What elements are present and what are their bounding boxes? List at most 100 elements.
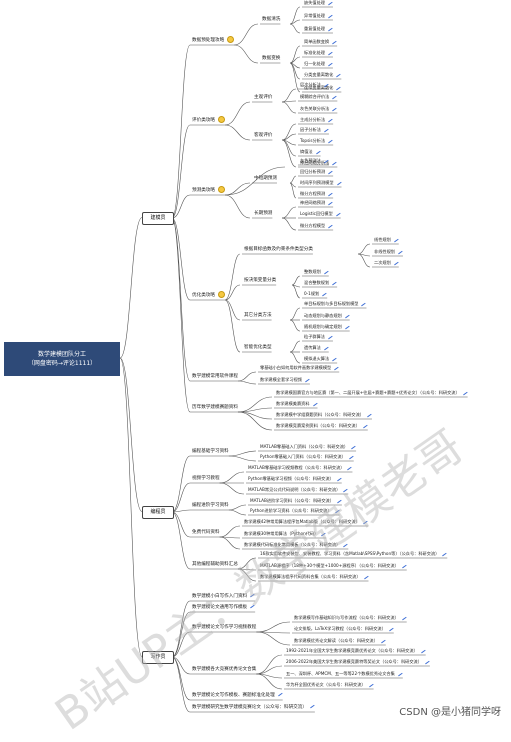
branch-biancheng[interactable]: 编程员 [142, 506, 174, 519]
edit-pencil-icon[interactable] [393, 261, 399, 266]
node-qingxi[interactable]: 数据清洗 [262, 17, 280, 23]
edit-pencil-icon[interactable] [344, 325, 350, 330]
node-bc-daima-item[interactable]: 数学建模42种常用算法程序包Matlab版（公众号：科研交流） [244, 519, 368, 525]
node-bc-shipin-item[interactable]: Python零基础学习视频（公众号：科研交流） [248, 476, 342, 482]
node-mubiao-item[interactable]: 非线性规划 [374, 249, 403, 255]
node-qingxi-item[interactable]: 重复值处理 [304, 26, 333, 32]
edit-pencil-icon[interactable] [420, 649, 426, 654]
node-qita[interactable]: 其它分类方法 [244, 313, 272, 319]
edit-pencil-icon[interactable] [331, 357, 337, 362]
edit-pencil-icon[interactable] [331, 95, 337, 100]
node-xz-rumen[interactable]: 数学建模小白写作入门资料 [192, 593, 255, 600]
node-shuju[interactable]: 数据预处理攻略 [192, 36, 235, 44]
node-zhongduan-item[interactable]: 时间序列预测模型 [300, 180, 342, 186]
node-jueci-item[interactable]: 混合整数规划 [304, 280, 337, 286]
edit-pencil-icon[interactable] [321, 292, 327, 297]
edit-pencil-icon[interactable] [424, 660, 430, 665]
node-bc-jingjin[interactable]: 编程进阶学习资料 [192, 503, 229, 509]
node-jueci-item[interactable]: 0-1规划 [304, 291, 327, 297]
node-zhuguan-item[interactable]: 模糊综合评价法 [300, 94, 337, 100]
edit-pencil-icon[interactable] [397, 672, 403, 677]
edit-pencil-icon[interactable] [323, 346, 329, 351]
edit-pencil-icon[interactable] [350, 445, 356, 450]
node-ruanjian-jianmo[interactable]: 数学建模常用软件课程 [192, 374, 238, 380]
edit-pencil-icon[interactable] [401, 564, 407, 569]
node-xz-muban[interactable]: 数学建模论文通用写作模板 [192, 604, 255, 611]
edit-pencil-icon[interactable] [323, 159, 329, 164]
node-bianhuan-item[interactable]: 简单函数变换 [304, 39, 337, 45]
node-xz-shipin[interactable]: 数学建模论文写作学习视频教程 [192, 625, 256, 631]
edit-pencil-icon[interactable] [441, 552, 447, 557]
node-mubiao-item[interactable]: 二次规划 [374, 260, 399, 266]
node-zhuguan[interactable]: 主观评价 [254, 95, 272, 101]
node-qingxi-item[interactable]: 缺失值处理 [304, 0, 333, 6]
node-yuce-top[interactable]: 灰色预测法 [300, 158, 329, 164]
node-qita-item[interactable]: 随机规划与确定规划 [304, 324, 350, 330]
node-zhineng[interactable]: 智能优化类型 [244, 345, 272, 351]
edit-pencil-icon[interactable] [327, 224, 333, 229]
node-qita-item[interactable]: 单目标规划与多目标规划模型 [304, 301, 366, 307]
node-mubiao[interactable]: 根据目标函数及约束条件类型分类 [244, 247, 313, 253]
node-bc-shipin[interactable]: 视频学习教程 [192, 476, 220, 482]
edit-pencil-icon[interactable] [331, 161, 337, 166]
edit-pencil-icon[interactable] [323, 83, 329, 88]
edit-pencil-icon[interactable] [327, 51, 333, 56]
node-bianhuan[interactable]: 数据变换 [262, 56, 280, 62]
node-bianhuan-item[interactable]: 标准化处理 [304, 50, 333, 56]
edit-pencil-icon[interactable] [380, 639, 386, 644]
edit-pencil-icon[interactable] [335, 86, 341, 91]
edit-pencil-icon[interactable] [462, 391, 468, 396]
edit-pencil-icon[interactable] [331, 281, 337, 286]
edit-pencil-icon[interactable] [360, 302, 366, 307]
node-zhineng-item[interactable]: 粒子群算法 [304, 334, 333, 340]
node-jueci[interactable]: 按决策变量分类 [244, 278, 276, 284]
node-keguan[interactable]: 客观评价 [254, 133, 272, 139]
node-zhuguan-item[interactable]: 灰色关联分析法 [300, 106, 337, 112]
edit-pencil-icon[interactable] [333, 366, 339, 371]
node-xz-youxiu-item[interactable]: 华为杯全国优秀论文（公众号：科研交流） [286, 682, 374, 688]
edit-pencil-icon[interactable] [327, 170, 333, 175]
node-bianhuan-item[interactable]: 分类变量离散化 [304, 72, 341, 78]
node-youhua[interactable]: 优化类攻略 [192, 291, 225, 299]
edit-pencil-icon[interactable] [335, 212, 341, 217]
edit-pencil-icon[interactable] [327, 27, 333, 32]
node-bc-shipin-item[interactable]: MATLAB常见公式代码说明（公众号：科研交流） [248, 487, 348, 493]
node-bc-shipin-item[interactable]: MATLAB零基础学习视频教程（公众号：科研交流） [248, 465, 352, 471]
edit-pencil-icon[interactable] [277, 692, 283, 697]
node-mubiao-item[interactable]: 线性规划 [374, 237, 399, 243]
edit-pencil-icon[interactable] [323, 128, 329, 133]
node-xz-youxiu-item[interactable]: 1992-2021年全国大学生数学建模竞赛优秀论文（公众号：科研交流） [286, 648, 426, 654]
node-keguan-item[interactable]: 因子分析法 [300, 127, 329, 133]
node-keguan-item[interactable]: Topsis分析法 [300, 138, 333, 144]
edit-pencil-icon[interactable] [327, 14, 333, 19]
node-bianhuan-item[interactable]: 连续变量离散化 [304, 85, 341, 91]
node-bc-jingjin-item[interactable]: MATLAB进阶学习资料（公众号：科研交流） [250, 498, 342, 504]
node-keguan-item[interactable]: 熵值法 [300, 149, 321, 155]
node-keguan-item[interactable]: 主成分分析法 [300, 117, 333, 123]
node-bc-jichu-item[interactable]: Python零基础入门资料（公众号：科研交流） [260, 454, 354, 460]
edit-pencil-icon[interactable] [331, 107, 337, 112]
node-bc-jichu-item[interactable]: MATLAB零基础入门资料（公众号：科研交流） [260, 444, 356, 450]
node-keguan-item[interactable]: 神经网络分析法 [300, 160, 337, 166]
node-ziliao-item[interactable]: 数学建模中学组赛题资料（公众号：科研交流） [276, 412, 372, 418]
edit-pencil-icon[interactable] [327, 1, 333, 6]
edit-pencil-icon[interactable] [327, 192, 333, 197]
node-bc-ruanjian[interactable]: 其他编程辅助资料汇总 [192, 562, 238, 568]
edit-pencil-icon[interactable] [362, 424, 368, 429]
node-qita-item[interactable]: 动态规划与静态规划 [304, 313, 350, 319]
node-xz-youxiu-item[interactable]: 五一、深圳杯、APMCM、五一等等22个数模优秀论文合集 [286, 671, 403, 677]
edit-pencil-icon[interactable] [393, 238, 399, 243]
node-xz-youxiu[interactable]: 数学建模各大竞赛优秀论文合集 [192, 667, 256, 673]
node-xz-shipin-item[interactable]: 数学建模写作基础知识与写作流程（公众号：科研交流） [294, 615, 407, 621]
branch-xiezuo[interactable]: 写作员 [142, 651, 174, 664]
edit-pencil-icon[interactable] [304, 378, 310, 383]
edit-pencil-icon[interactable] [346, 466, 352, 471]
node-zhongduan[interactable]: 中短期预测 [254, 176, 277, 182]
node-qingxi-item[interactable]: 异常值处理 [304, 13, 333, 19]
node-zhongduan-item[interactable]: 回归分析预测 [300, 169, 333, 175]
root-node[interactable]: 数学建模团队分工 （网盘密码→评论1111） [4, 342, 120, 376]
node-bc-daima[interactable]: 免费代码资料 [192, 530, 220, 536]
edit-pencil-icon[interactable] [327, 62, 333, 67]
edit-pencil-icon[interactable] [327, 139, 333, 144]
node-ziliao-item[interactable]: 数学建模竞赛案例资料（公众号：科研交流） [276, 423, 368, 429]
